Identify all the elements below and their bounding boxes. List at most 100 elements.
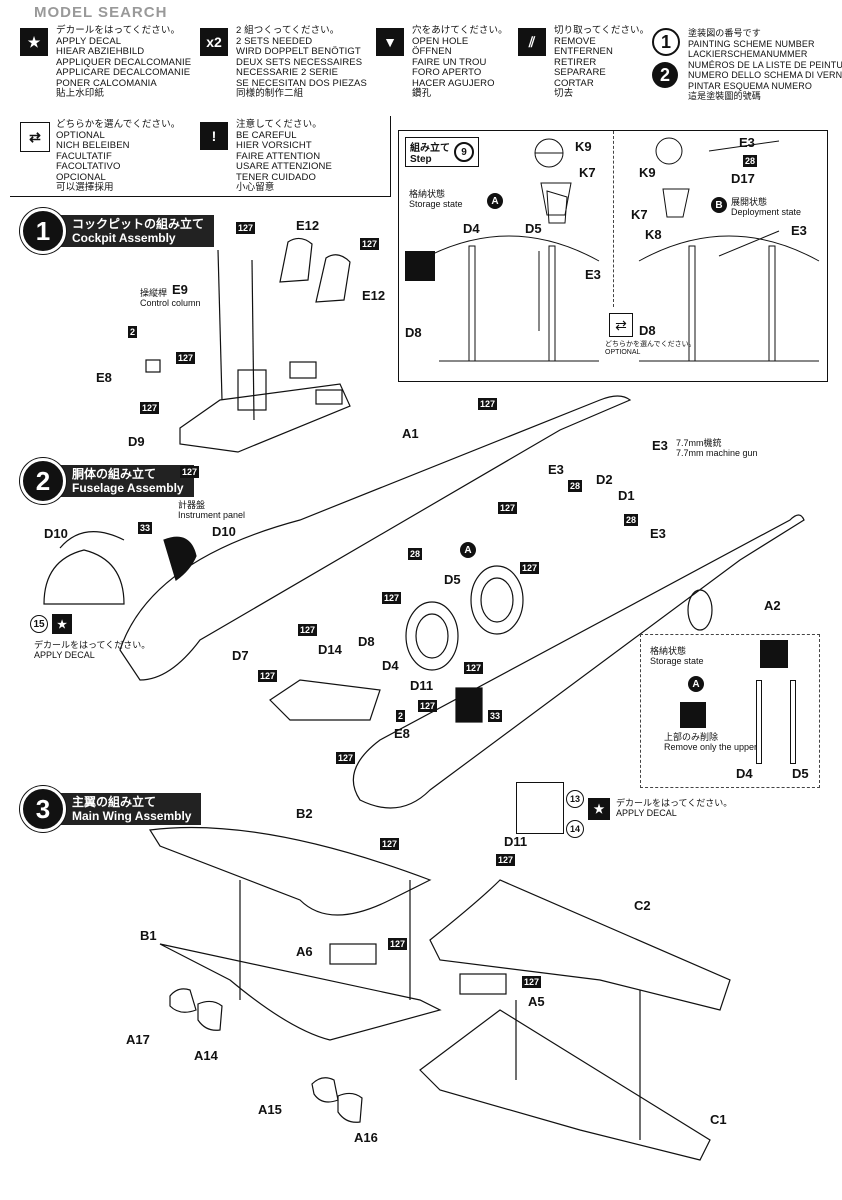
drill-icon: ▼ <box>376 28 404 56</box>
step-3-header: 3 主翼の組み立て Main Wing Assembly <box>20 786 202 832</box>
part-label: A1 <box>402 426 419 441</box>
part-label: D5 <box>444 572 461 587</box>
part-label: B1 <box>140 928 157 943</box>
decal-callout-15: 15 ★ <box>30 614 72 634</box>
step-title-en: Fuselage Assembly <box>72 481 184 495</box>
step-title-jp: 胴体の組み立て <box>72 467 157 481</box>
decal-numbers: 13 14 <box>566 790 584 838</box>
part-label: D11 <box>410 678 434 693</box>
decal-placement-box <box>516 782 564 834</box>
part-label: D9 <box>128 434 145 449</box>
part-d4-drawing <box>756 680 762 764</box>
dashed-divider <box>613 131 614 307</box>
part-label: E3 <box>650 526 666 541</box>
part-label: E3 <box>548 462 564 477</box>
part-label: K7 <box>579 165 596 180</box>
paint-badge: 127 <box>478 398 498 410</box>
paint-badge: 127 <box>180 466 200 478</box>
paint-badge: 127 <box>520 562 540 574</box>
storage-mark: A <box>688 676 704 692</box>
part-label: D14 <box>318 642 342 657</box>
part-label: A17 <box>126 1032 150 1047</box>
step-number: 2 <box>20 458 66 504</box>
arrows-icon: ⇄ <box>20 122 50 152</box>
part-label: D5 <box>525 221 542 236</box>
part-label: C2 <box>634 898 651 913</box>
paint-badge: 127 <box>382 592 402 604</box>
two-sets-legend: 2 組つくってください。2 SETS NEEDED WIRD DOPPELT B… <box>236 25 367 99</box>
paint-badge: 127 <box>336 752 356 764</box>
paint-badge: 33 <box>138 522 153 534</box>
legend-optional-box <box>10 116 391 197</box>
storage-mark: A <box>487 193 503 209</box>
paint-badge: 127 <box>496 854 516 866</box>
part-label: D11 <box>504 834 528 849</box>
part-d5-drawing <box>790 680 796 764</box>
part-label: A14 <box>194 1048 218 1063</box>
part-label: E8 <box>394 726 410 741</box>
paint-badge: 2 <box>128 326 138 338</box>
part-label: D4 <box>736 766 753 781</box>
part-label: D2 <box>596 472 613 487</box>
star-icon: ★ <box>52 614 72 634</box>
step-number: 1 <box>20 208 66 254</box>
part-label: A6 <box>296 944 313 959</box>
cut-icon <box>680 702 706 728</box>
part-label: E3 <box>652 438 668 453</box>
part-label: K9 <box>575 139 592 154</box>
paint-badge: 28 <box>568 480 583 492</box>
part-label: D5 <box>792 766 809 781</box>
paint-badge: 127 <box>388 938 408 950</box>
watermark: MODEL SEARCH <box>34 4 168 21</box>
part-label: K8 <box>645 227 662 242</box>
part-label: D8 <box>358 634 375 649</box>
scheme-number-icon-1: 1 <box>652 28 680 56</box>
step-number: 3 <box>20 786 66 832</box>
part-label: K7 <box>631 207 648 222</box>
part-label: D10 <box>212 524 236 539</box>
part-label: K9 <box>639 165 656 180</box>
step-title-jp: 主翼の組み立て <box>72 795 157 809</box>
step-2-header: 2 胴体の組み立て Fuselage Assembly <box>20 458 194 504</box>
part-label: E12 <box>362 288 386 303</box>
apply-decal-legend: デカールをはってください。APPLY DECAL HIEAR ABZIEHBIL… <box>56 25 192 99</box>
two-sets-icon: x2 <box>200 28 228 56</box>
part-label: A2 <box>764 598 781 613</box>
step-title-en: Cockpit Assembly <box>72 231 176 245</box>
storage-mark: A <box>460 542 476 558</box>
part-label: D1 <box>618 488 635 503</box>
paint-badge: 127 <box>360 238 380 250</box>
storage-inset <box>640 634 820 788</box>
part-label: D7 <box>232 648 249 663</box>
part-label: E9 <box>172 282 188 297</box>
part-label: E12 <box>296 218 320 233</box>
paint-badge: 127 <box>298 624 318 636</box>
apply-decal-note: デカールをはってください。APPLY DECAL <box>34 640 151 660</box>
part-label: A5 <box>528 994 545 1009</box>
star-icon: ★ <box>20 28 48 56</box>
part-label: D8 <box>405 325 422 340</box>
paint-badge: 28 <box>624 514 639 526</box>
warning-icon: ! <box>200 122 228 150</box>
star-icon: ★ <box>588 798 610 820</box>
step-1-header: 1 コックピットの組み立て Cockpit Assembly <box>20 208 215 254</box>
paint-badge: 2 <box>396 710 406 722</box>
paint-badge: 127 <box>418 700 438 712</box>
step-title-en: Main Wing Assembly <box>72 809 192 823</box>
part-label: E8 <box>96 370 112 385</box>
paint-badge: 127 <box>140 402 160 414</box>
paint-badge: 127 <box>498 502 518 514</box>
part-label: D10 <box>44 526 68 541</box>
scheme-number-icon-2: 2 <box>652 62 678 88</box>
paint-badge: 28 <box>408 548 423 560</box>
